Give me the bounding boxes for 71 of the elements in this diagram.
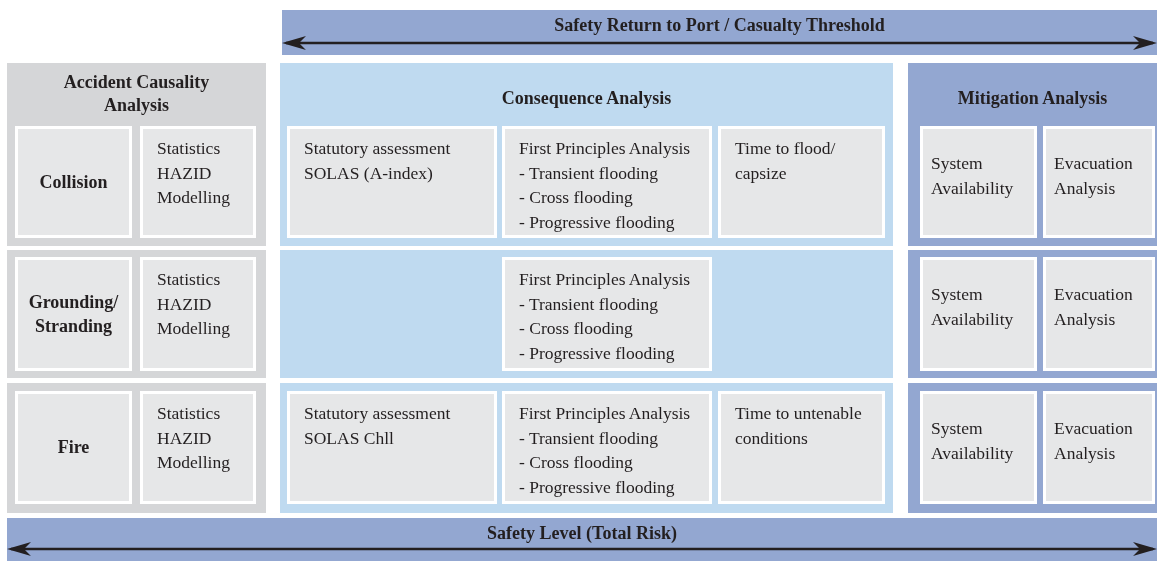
text-box — [1043, 126, 1155, 238]
text-line: First Principles Analysis — [519, 268, 691, 291]
row-label: Collision — [39, 170, 108, 194]
text-line: Statistics — [157, 268, 221, 291]
text-line: - Cross flooding — [519, 317, 633, 340]
row-label: Fire — [57, 436, 90, 460]
text-box — [140, 257, 256, 371]
text-box — [502, 126, 712, 238]
panel — [280, 63, 893, 246]
heading: Consequence Analysis — [501, 87, 672, 110]
text-line: First Principles Analysis — [519, 402, 691, 425]
text-box — [140, 391, 256, 504]
text-line: Evacuation Analysis — [1054, 283, 1134, 331]
text-line: Statistics — [157, 402, 221, 425]
panel — [908, 250, 1157, 378]
text-box — [920, 126, 1037, 238]
text-box — [718, 126, 885, 238]
panel — [7, 63, 266, 246]
text-box — [1043, 391, 1155, 504]
heading: Safety Level (Total Risk) — [487, 522, 677, 545]
heading: Mitigation Analysis — [957, 87, 1108, 110]
text-line: SOLAS Chll — [304, 426, 394, 450]
text-line: Evacuation Analysis — [1054, 417, 1134, 465]
text-line: Statistics — [157, 137, 221, 160]
text-line: - Transient flooding — [519, 161, 659, 185]
band — [7, 518, 1157, 561]
text-box — [140, 126, 256, 238]
text-line: - Progressive flooding — [519, 475, 675, 499]
text-box — [502, 257, 712, 371]
text-line: HAZID — [157, 292, 212, 316]
text-box — [718, 391, 885, 504]
text-box — [287, 391, 497, 504]
text-line: Modelling — [157, 186, 230, 209]
text-line: System Availability — [931, 417, 1015, 465]
text-line: System Availability — [931, 283, 1015, 331]
text-box — [15, 391, 132, 504]
row-label: Grounding/ Stranding — [27, 290, 120, 338]
panel — [280, 383, 893, 513]
panel — [908, 63, 1157, 246]
text-line: Time to untenable conditions — [735, 402, 863, 450]
text-line: Modelling — [157, 317, 230, 340]
text-line: HAZID — [157, 426, 212, 450]
text-line: - Progressive flooding — [519, 341, 675, 365]
heading: Accident Causality Analysis — [62, 71, 211, 117]
text-box — [15, 257, 132, 371]
text-line: - Cross flooding — [519, 451, 633, 474]
text-box — [287, 126, 497, 238]
band — [282, 10, 1157, 55]
text-box — [1043, 257, 1155, 371]
panel — [7, 383, 266, 513]
text-line: - Cross flooding — [519, 186, 633, 209]
text-line: - Transient flooding — [519, 292, 659, 316]
text-box — [15, 126, 132, 238]
panel — [280, 250, 893, 378]
text-line: Modelling — [157, 451, 230, 474]
panel — [908, 383, 1157, 513]
heading: Safety Return to Port / Casualty Threshold — [554, 14, 885, 37]
text-line: - Progressive flooding — [519, 210, 675, 234]
text-line: First Principles Analysis — [519, 137, 691, 160]
text-line: Time to flood/ capsize — [735, 137, 837, 185]
text-line: System Availability — [931, 152, 1015, 200]
text-line: - Transient flooding — [519, 426, 659, 450]
text-line: Evacuation Analysis — [1054, 152, 1134, 200]
text-line: Statutory assessment — [304, 137, 451, 160]
text-box — [920, 391, 1037, 504]
panel — [7, 250, 266, 378]
text-box — [502, 391, 712, 504]
text-box — [920, 257, 1037, 371]
text-line: SOLAS (A-index) — [304, 161, 433, 185]
text-line: HAZID — [157, 161, 212, 185]
text-line: Statutory assessment — [304, 402, 451, 425]
